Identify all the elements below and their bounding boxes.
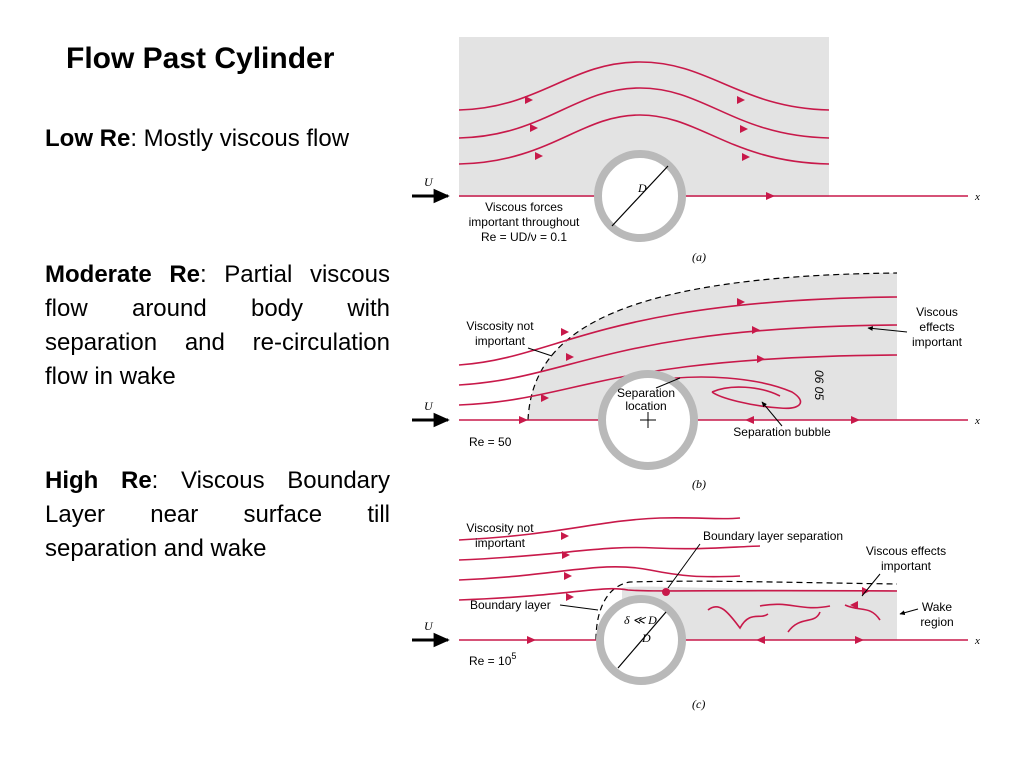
streamline [458,517,741,541]
streamline [458,545,761,561]
bl-separation-label: Boundary layer separation [703,529,843,543]
bullet-text: : Mostly viscous flow [130,125,350,152]
u-label: U [424,175,434,189]
boundary-layer-label: Boundary layer [470,598,551,612]
streamline [458,296,898,366]
right-note: Viscous [916,305,958,319]
re-base: Re = 10 [469,654,512,668]
separation-location: Separation [617,386,675,400]
streamline [458,565,741,581]
rotated-label: 06 05 [812,370,826,400]
axis-arrow [766,192,775,200]
flow-arrows [525,96,750,161]
page-title: Flow Past Cylinder [66,42,335,75]
wake-shade [622,586,897,640]
bullet-high-re: High Re: Viscous Boundary Layer near sur… [45,464,390,566]
u-label: U [424,619,434,633]
diameter-line [611,165,669,227]
streamlines [458,296,898,410]
x-label: x [974,635,980,647]
x-label: x [974,415,980,427]
note-line: Re = UD/ν = 0.1 [481,230,567,244]
left-note: important [475,536,526,550]
streamlines [458,517,898,633]
boundary-dashed [595,580,898,641]
diameter-label: D [637,181,647,195]
streamline [458,114,830,165]
bullet-term: Moderate Re [45,261,200,288]
streamline [458,354,898,406]
separation-location: location [625,399,666,413]
streamline [458,87,830,139]
caption-c: (c) [692,697,705,711]
wake-eddy [787,611,821,633]
diameter-line [617,611,667,669]
separation-bubble-label: Separation bubble [733,425,831,439]
u-label: U [424,399,434,413]
bullet-text: : Viscous Boundary Layer near surface ti… [45,467,391,562]
note-line: Viscous forces [485,200,563,214]
note-line: important throughout [469,215,580,229]
re-label: Re = 50 [469,435,512,449]
wake-region-label: Wake [922,600,953,614]
left-note: important [475,334,526,348]
diameter-label: D [641,631,651,645]
re-exponent: 5 [511,651,516,661]
re-label: Re = 105 [469,651,516,668]
shaded-region [528,273,897,420]
panel-b: U x Viscosity not important Viscous effe… [412,272,980,491]
bullet-term: Low Re [45,125,131,152]
streamline [458,324,898,386]
left-note: Viscosity not [466,521,534,535]
cylinder [596,595,686,685]
boundary-dashed [527,272,898,421]
left-note: Viscosity not [466,319,534,333]
streamline [458,61,830,111]
wake-eddy [844,604,881,621]
bubble-loop [644,376,802,410]
streamline [458,587,898,601]
streamlines [458,61,830,165]
right-note: important [912,335,963,349]
panel-c: D δ ≪ D U x Viscosity not important Boun… [412,517,980,711]
right-note: important [881,559,932,573]
caption-b: (b) [692,477,706,491]
flow-arrows [541,298,765,402]
right-note: effects [919,320,954,334]
panel-a: D U x Viscous forces important throughou… [412,37,980,264]
right-note: Viscous effects [866,544,946,558]
bullet-text: : Partial viscous flow around body with … [45,261,390,390]
wake-eddy [707,605,769,630]
bullet-low-re: Low Re: Mostly viscous flow [45,122,390,156]
wake-eddy [759,603,831,609]
bullet-moderate-re: Moderate Re: Partial viscous flow around… [45,258,390,394]
bullet-term: High Re [45,467,152,494]
bubble-loop [711,386,781,397]
wake-region-label: region [920,615,953,629]
flow-arrows [561,532,870,609]
caption-a: (a) [692,250,706,264]
delta-label: δ ≪ D [624,613,657,627]
x-label: x [974,191,980,203]
